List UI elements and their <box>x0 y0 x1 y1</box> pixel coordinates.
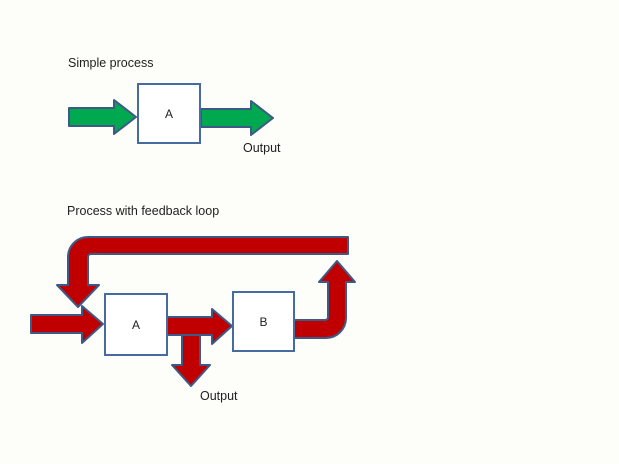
feedback-process-output-label: Output <box>200 389 238 403</box>
feedback-process-box-b-label: B <box>259 314 268 329</box>
feedback-process-title: Process with feedback loop <box>67 204 220 218</box>
feedback-process-box-a-label: A <box>131 317 140 332</box>
simple-output-arrow-icon <box>200 100 274 136</box>
feedback-a-to-b-arrow-icon <box>166 308 233 345</box>
feedback-return-arrow-icon <box>56 236 349 308</box>
simple-process-title: Simple process <box>68 56 154 70</box>
feedback-input-arrow-icon <box>30 305 104 344</box>
feedback-process-box-a: A <box>104 293 168 356</box>
simple-process-box-a: A <box>137 83 201 144</box>
feedback-process-box-b: B <box>232 291 295 352</box>
simple-process-output-label: Output <box>243 141 281 155</box>
feedback-b-to-loop-arrow-icon <box>293 260 356 339</box>
simple-process-box-a-label: A <box>164 106 173 121</box>
simple-input-arrow-icon <box>68 99 137 135</box>
